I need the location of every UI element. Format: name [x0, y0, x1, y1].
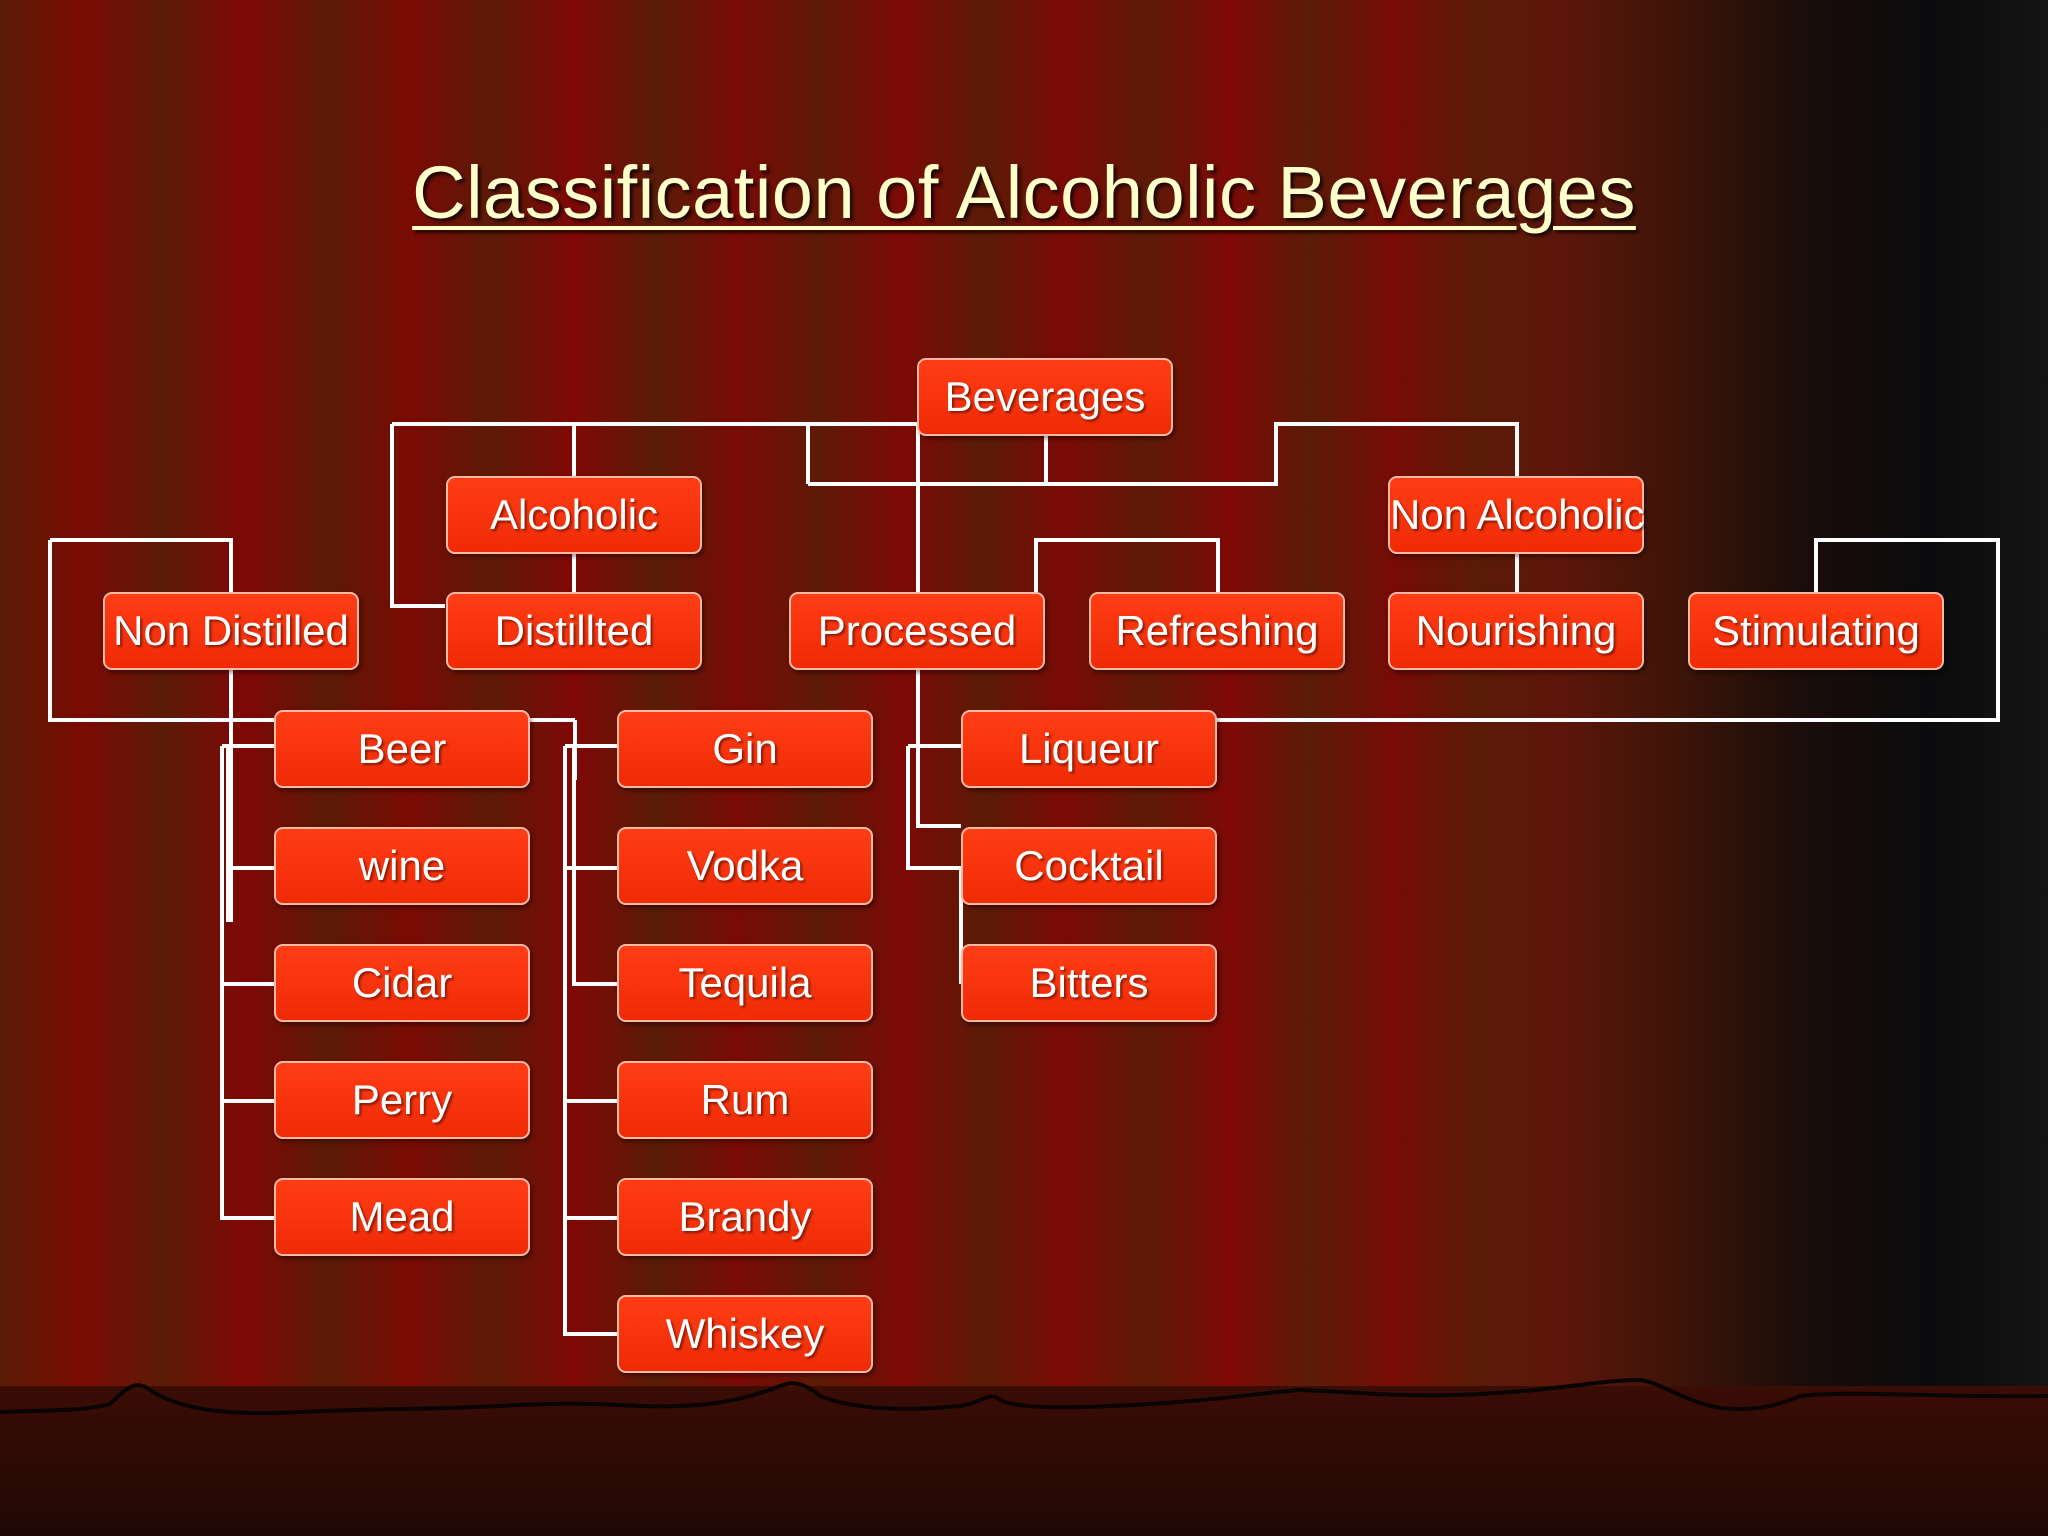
node-perry: Perry [274, 1061, 530, 1139]
node-beverages: Beverages [917, 358, 1173, 436]
node-wine: wine [274, 827, 530, 905]
node-tequila: Tequila [617, 944, 873, 1022]
node-stimulating: Stimulating [1688, 592, 1944, 670]
node-vodka: Vodka [617, 827, 873, 905]
node-refreshing: Refreshing [1089, 592, 1345, 670]
curtain-hem [0, 1377, 2048, 1416]
node-nourishing: Nourishing [1388, 592, 1644, 670]
node-distilled: Distillted [446, 592, 702, 670]
node-non-alcoholic: Non Alcoholic [1388, 476, 1644, 554]
node-cocktail: Cocktail [961, 827, 1217, 905]
node-processed: Processed [789, 592, 1045, 670]
node-whiskey: Whiskey [617, 1295, 873, 1373]
node-alcoholic: Alcoholic [446, 476, 702, 554]
node-brandy: Brandy [617, 1178, 873, 1256]
node-liqueur: Liqueur [961, 710, 1217, 788]
node-mead: Mead [274, 1178, 530, 1256]
node-cidar: Cidar [274, 944, 530, 1022]
node-rum: Rum [617, 1061, 873, 1139]
node-beer: Beer [274, 710, 530, 788]
node-gin: Gin [617, 710, 873, 788]
node-non-distilled: Non Distilled [103, 592, 359, 670]
node-bitters: Bitters [961, 944, 1217, 1022]
slide-title: Classification of Alcoholic Beverages [412, 151, 1636, 234]
